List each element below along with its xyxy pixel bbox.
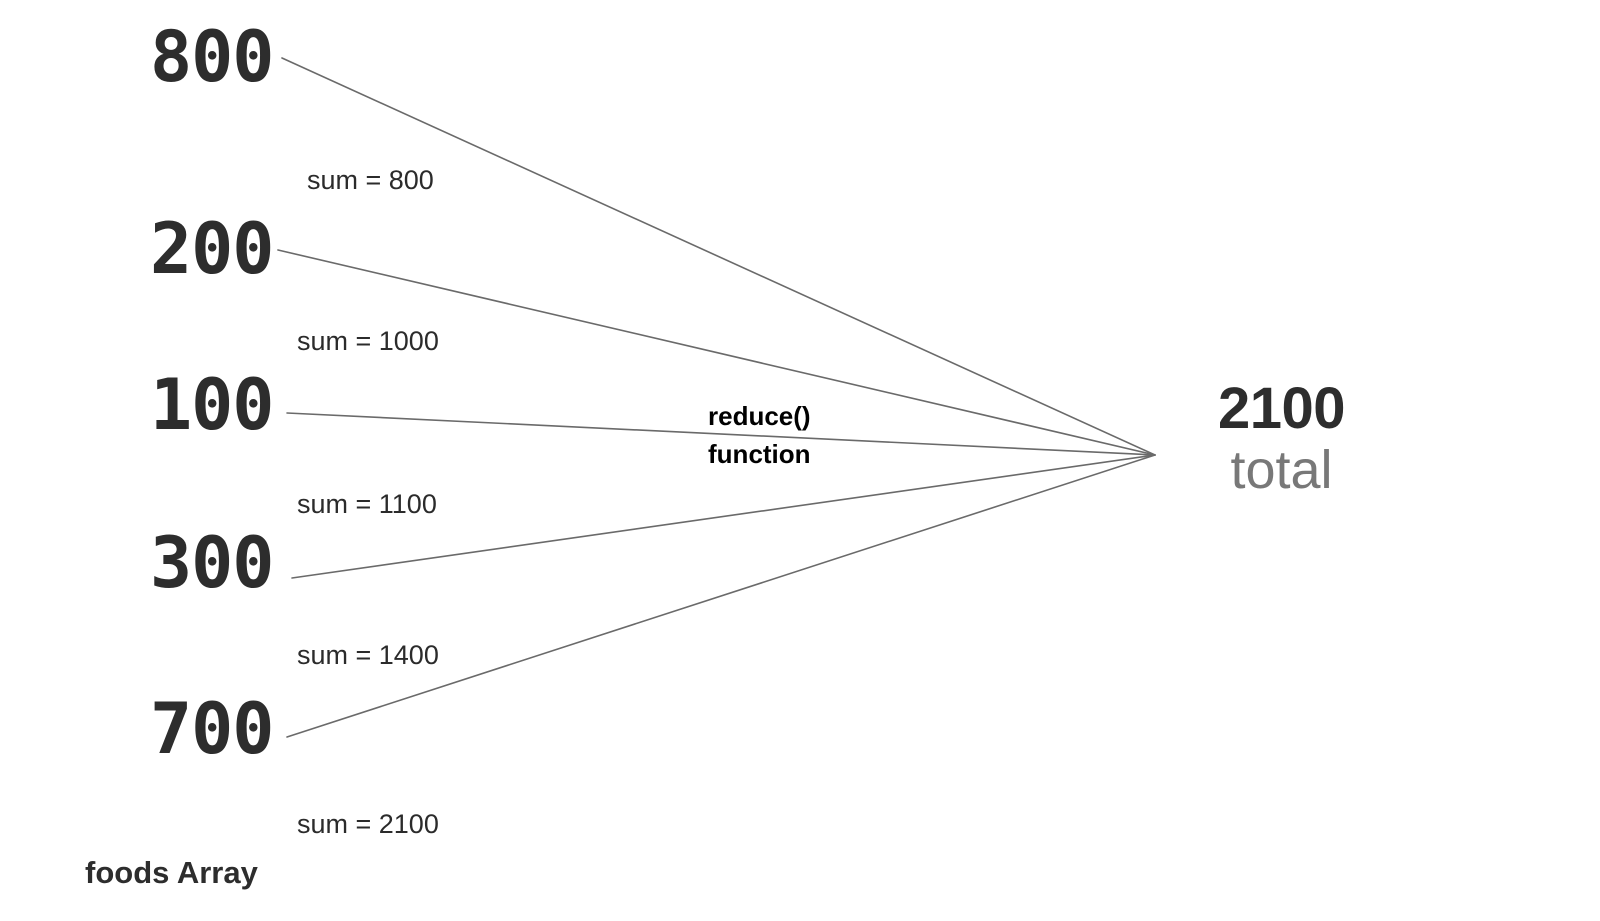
array-value-2: 100: [150, 364, 274, 446]
reduce-function-line-1: reduce(): [708, 401, 811, 431]
array-caption: foods Array: [85, 855, 258, 890]
sum-label-0: sum = 800: [307, 165, 434, 195]
sum-label-1: sum = 1000: [297, 326, 439, 356]
total-caption: total: [1230, 439, 1333, 500]
total-result-block: 2100 total: [1218, 376, 1346, 500]
sum-label-2: sum = 1100: [297, 489, 437, 519]
array-value-1: 200: [150, 208, 274, 290]
sum-label-3: sum = 1400: [297, 640, 439, 670]
total-value: 2100: [1218, 376, 1346, 441]
connector-line-800: [281, 57, 1156, 456]
reduce-function-line-2: function: [708, 438, 811, 469]
array-value-4: 700: [150, 688, 274, 770]
reduce-function-label: reduce() function: [708, 398, 811, 473]
array-value-0: 800: [150, 16, 274, 98]
sum-label-4: sum = 2100: [297, 809, 439, 839]
array-value-3: 300: [150, 522, 274, 604]
